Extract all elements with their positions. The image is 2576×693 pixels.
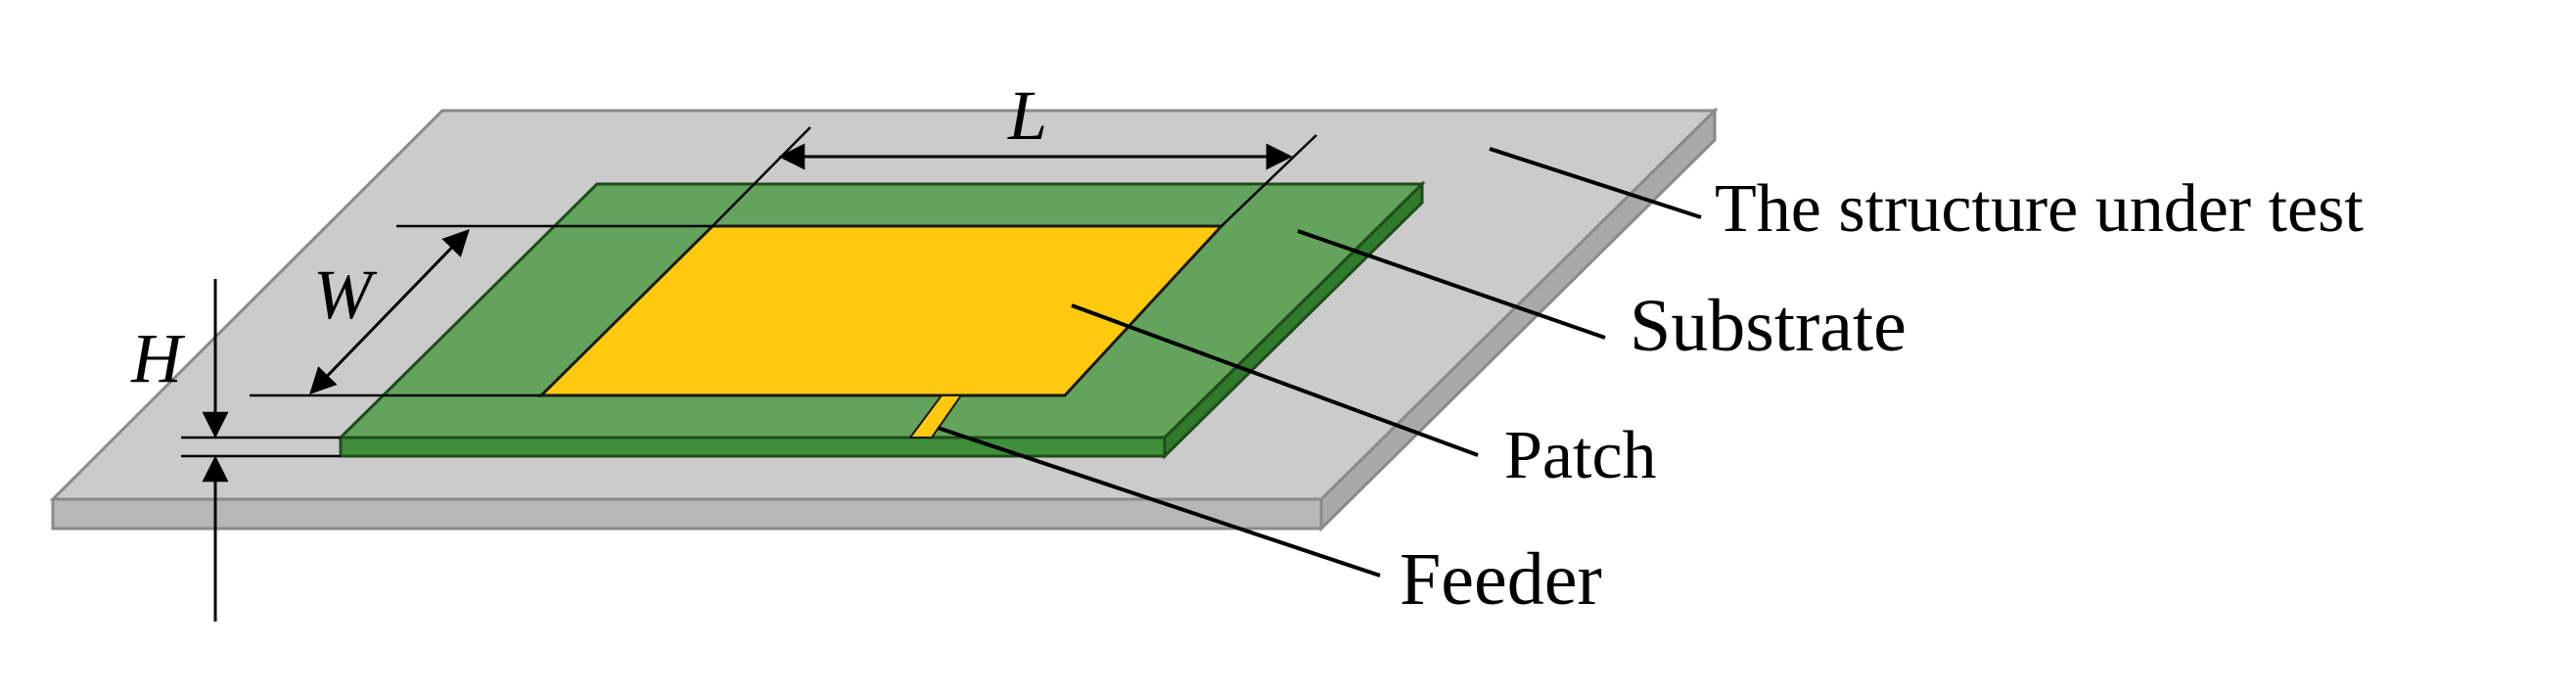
width-dimension: W bbox=[250, 224, 713, 397]
length-extension-right bbox=[1220, 134, 1317, 227]
width-label: W bbox=[313, 255, 378, 334]
width-arrow bbox=[309, 229, 470, 394]
height-dimension: H bbox=[130, 279, 341, 622]
length-dimension: L bbox=[712, 76, 1317, 227]
structure-label: The structure under test bbox=[1715, 171, 2364, 247]
patch-label: Patch bbox=[1504, 418, 1657, 493]
patch-leader bbox=[1071, 303, 1479, 457]
plate-front-face bbox=[51, 497, 1323, 531]
substrate-front-face bbox=[339, 436, 1167, 458]
structure-leader bbox=[1489, 147, 1702, 219]
feeder-leader bbox=[937, 426, 1381, 578]
substrate-leader bbox=[1297, 229, 1606, 340]
feeder-line bbox=[908, 394, 963, 439]
length-label: L bbox=[1007, 76, 1047, 155]
height-label: H bbox=[130, 319, 186, 397]
feeder-label: Feeder bbox=[1400, 538, 1602, 621]
substrate-label: Substrate bbox=[1630, 285, 1907, 367]
